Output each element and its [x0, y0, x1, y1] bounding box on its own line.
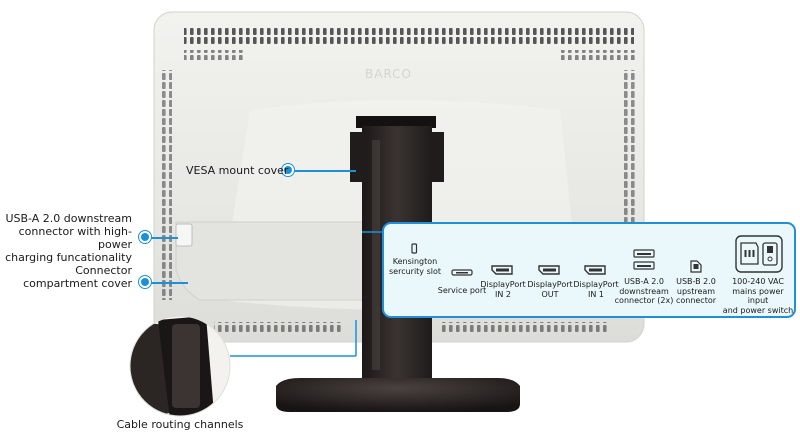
power-input-icon [735, 235, 783, 273]
compartment-cover-label: Connector compartment cover [23, 264, 132, 290]
usb-a-ports-icon [633, 249, 655, 270]
port-icons [411, 235, 783, 276]
compartment-callout-dot [141, 278, 149, 286]
brand-logo: BARCO [365, 67, 412, 81]
displayport-in2-icon [491, 265, 513, 275]
usb-b-port-icon [690, 260, 702, 273]
cable-channel-inset [129, 315, 231, 417]
vesa-callout-line [292, 170, 356, 172]
compartment-callout-line [148, 282, 188, 284]
power-switch-icon [762, 242, 778, 266]
usb-side-callout-dot [141, 233, 149, 241]
service-port-icon [451, 269, 473, 276]
vesa-mount-label: VESA mount cover [186, 164, 289, 177]
kensington-slot-icon [411, 243, 418, 254]
service-port-label: Service port [437, 286, 487, 295]
vesa-callout-dot [284, 166, 292, 174]
displayport-out-icon [538, 265, 560, 275]
usb-side-callout-line [148, 237, 178, 239]
displayport-in1-icon [584, 265, 606, 275]
usb-side-label: USB-A 2.0 downstream connector with high… [5, 212, 132, 264]
cable-routing-label: Cable routing channels [116, 418, 244, 431]
